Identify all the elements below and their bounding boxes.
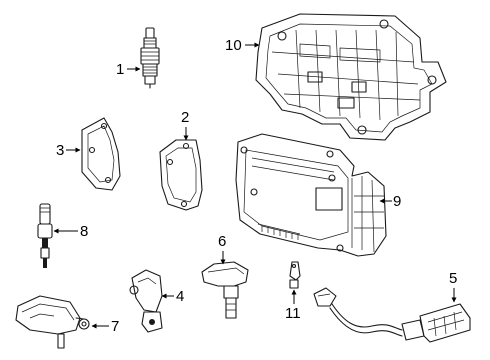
svg-text:11: 11 xyxy=(285,305,301,322)
callout-9: 9 xyxy=(379,193,401,210)
engine-control-module-part xyxy=(235,133,387,257)
svg-text:7: 7 xyxy=(111,318,119,335)
svg-text:1: 1 xyxy=(116,61,124,78)
svg-text:9: 9 xyxy=(393,193,401,210)
callout-3: 3 xyxy=(56,142,81,159)
callout-5: 5 xyxy=(449,270,457,303)
ecu-mounting-bracket-part xyxy=(255,13,447,141)
svg-text:5: 5 xyxy=(449,270,457,287)
temperature-sensor-part xyxy=(37,203,53,268)
bracket-plate-2-part xyxy=(159,139,203,211)
pressure-sensor-7-part xyxy=(15,295,90,349)
spark-plug-part xyxy=(140,27,160,89)
small-sensor-11-part xyxy=(289,261,301,289)
svg-text:2: 2 xyxy=(181,109,189,126)
svg-text:3: 3 xyxy=(56,142,64,159)
callout-7: 7 xyxy=(91,318,119,335)
svg-text:6: 6 xyxy=(218,233,226,250)
callout-8: 8 xyxy=(53,223,88,240)
svg-text:8: 8 xyxy=(80,223,88,240)
position-sensor-6-part xyxy=(201,261,249,319)
callout-4: 4 xyxy=(161,288,184,305)
callout-11: 11 xyxy=(285,289,301,322)
sensor-4-part xyxy=(129,269,163,333)
bracket-plate-3-part xyxy=(81,117,121,191)
callout-2: 2 xyxy=(181,109,189,141)
svg-text:10: 10 xyxy=(225,37,242,54)
callout-1: 1 xyxy=(116,61,141,78)
wiring-harness-part xyxy=(313,287,471,343)
callout-6: 6 xyxy=(218,233,226,265)
callout-10: 10 xyxy=(225,37,260,54)
svg-text:4: 4 xyxy=(176,288,184,305)
